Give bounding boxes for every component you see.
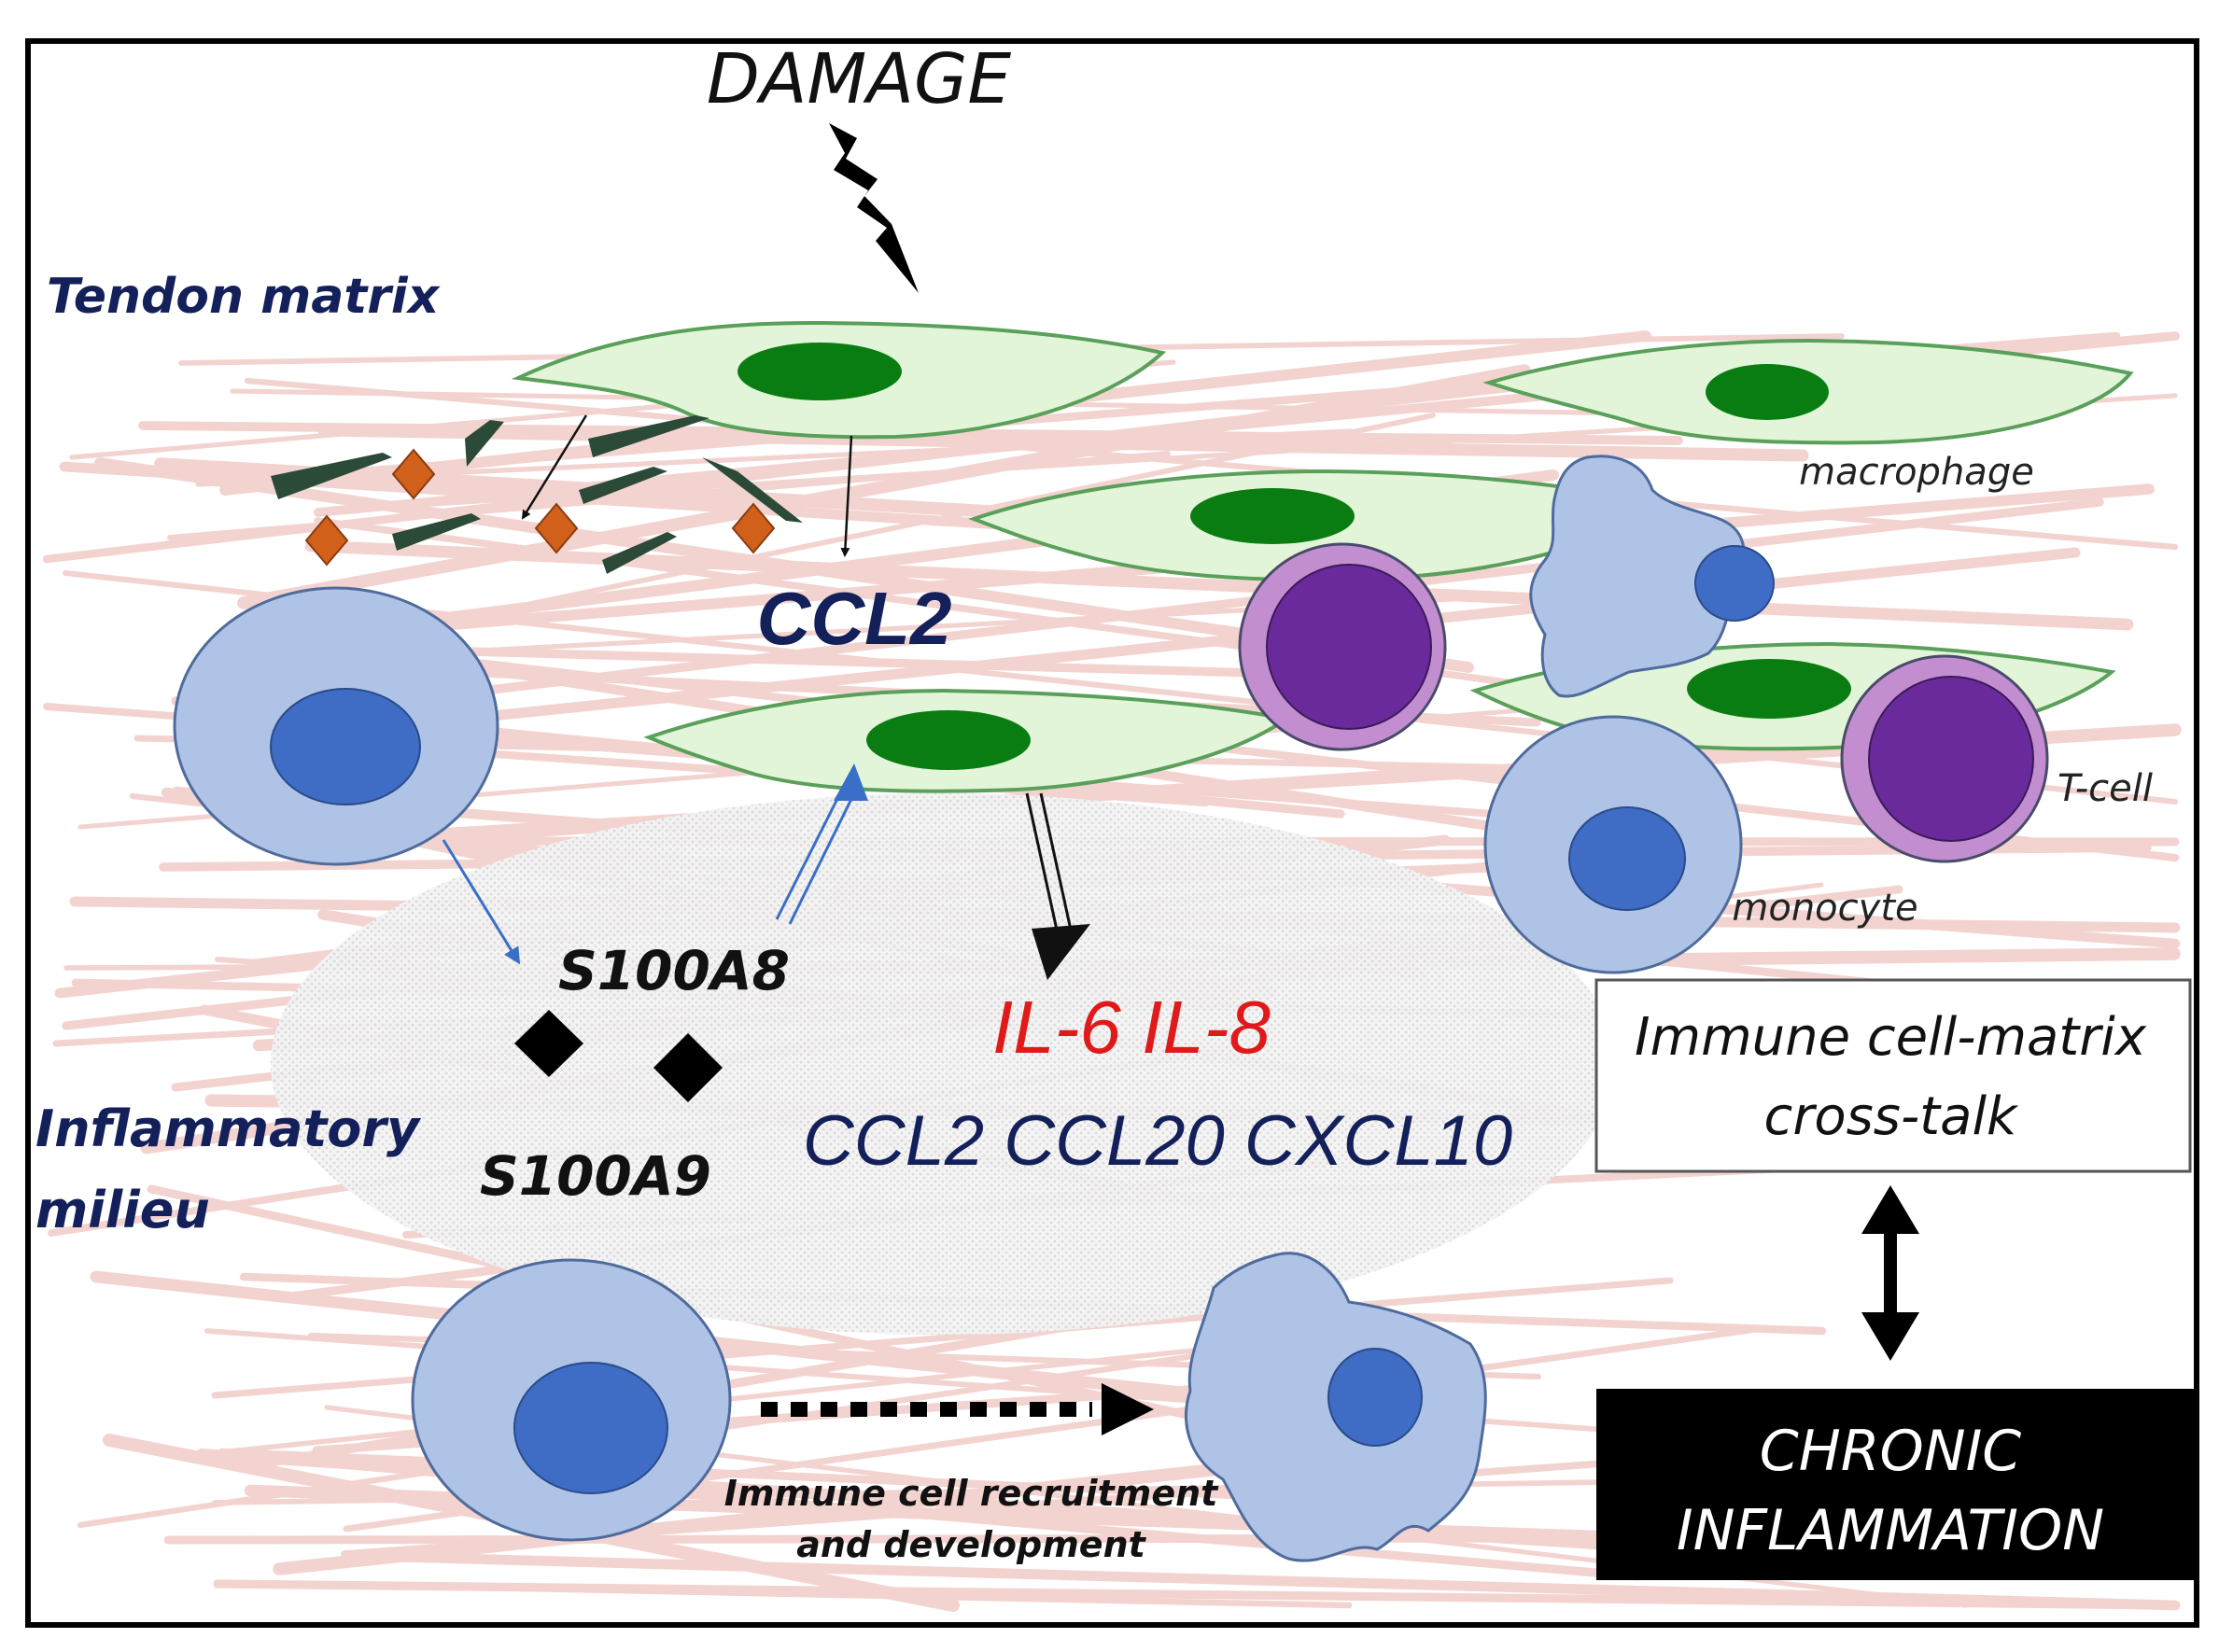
matrix-fiber xyxy=(289,1580,1353,1609)
macrophage-nucleus xyxy=(1694,545,1775,622)
matrix-fiber xyxy=(387,1551,2181,1611)
matrix-fiber xyxy=(244,377,2179,551)
fibroblast-nucleus xyxy=(1687,659,1851,719)
ccl2-label: CCL2 xyxy=(757,577,952,660)
arrow-fibroblast-to-ccl2 xyxy=(840,435,853,557)
macrophage-cell-top xyxy=(1529,455,1775,698)
monocyte-cell-left xyxy=(173,586,499,866)
monocyte-cell-right xyxy=(1483,715,1743,974)
tcell-right xyxy=(1840,654,2049,863)
fibroblast-nucleus xyxy=(737,343,902,400)
chronic-box-line1: CHRONIC xyxy=(1760,1419,2022,1484)
chronic-inflammation-box: CHRONIC INFLAMMATION xyxy=(1596,1389,2197,1580)
chronic-box-line2: INFLAMMATION xyxy=(1677,1498,2104,1563)
inflammatory-milieu-label-line2: milieu xyxy=(35,1181,210,1239)
recruitment-label-line1: Immune cell recruitment xyxy=(724,1473,1219,1514)
matrix-fiber xyxy=(354,413,1436,643)
matrix-fiber xyxy=(396,547,2081,731)
fibroblast-cell-right-top xyxy=(1482,338,2134,445)
orange-diamonds xyxy=(304,448,776,567)
figure-frame xyxy=(25,38,2199,1628)
fibroblast-cell-middle xyxy=(643,688,1291,793)
matrix-fiber xyxy=(173,1330,1366,1460)
s100a9-diamond-icon xyxy=(653,1033,723,1102)
recruitment-dotted-arrow xyxy=(761,1383,1154,1435)
tcell-left xyxy=(1238,542,1447,751)
lightning-bolt-icon xyxy=(829,123,919,293)
recruitment-label-line2: and development xyxy=(796,1524,1146,1565)
il6-il8-label: IL-6 IL-8 xyxy=(992,986,1271,1069)
double-arrow-fibroblast-to-il xyxy=(1025,792,1090,980)
fibroblast-nucleus xyxy=(1190,488,1355,544)
crosstalk-box-line1: Immune cell-matrix xyxy=(1635,1007,2147,1068)
s100a9-label: S100A9 xyxy=(480,1144,711,1208)
fibroblast-cell-top xyxy=(511,320,1167,440)
tcell-label: T-cell xyxy=(2057,767,2153,810)
fibroblast-nucleus xyxy=(1706,364,1829,420)
crosstalk-box-line2: cross-talk xyxy=(1764,1086,2019,1147)
s100a8-label: S100A8 xyxy=(558,939,790,1002)
bidirectional-arrow-icon xyxy=(1861,1185,1919,1361)
crosstalk-box: Immune cell-matrix cross-talk xyxy=(1594,978,2192,1173)
inflammatory-milieu-label-line1: Inflammatory xyxy=(35,1099,422,1158)
monocyte-cell-bottom xyxy=(411,1258,732,1542)
damage-label: DAMAGE xyxy=(707,39,1011,119)
inflammatory-milieu-region xyxy=(271,793,1615,1335)
matrix-fiber xyxy=(167,451,1171,540)
macrophage-nucleus xyxy=(1327,1348,1423,1447)
s100a8-diamond-icon xyxy=(514,1010,583,1077)
monocyte-label: monocyte xyxy=(1732,887,1917,930)
arrow-monocyte-to-s100a8 xyxy=(442,839,521,965)
double-arrow-s100a8-to-fibroblast xyxy=(775,763,868,925)
fibroblast-nucleus xyxy=(866,710,1031,770)
matrix-fiber xyxy=(334,497,2104,712)
matrix-fragments xyxy=(271,415,803,574)
macrophage-cell-bottom xyxy=(1185,1252,1487,1562)
chemokines-label: CCL2 CCL20 CXCL10 xyxy=(803,1101,1512,1181)
tendon-matrix-label: Tendon matrix xyxy=(47,269,441,325)
arrow-fibroblast-to-fragments xyxy=(521,414,588,520)
macrophage-label: macrophage xyxy=(1799,451,2034,494)
